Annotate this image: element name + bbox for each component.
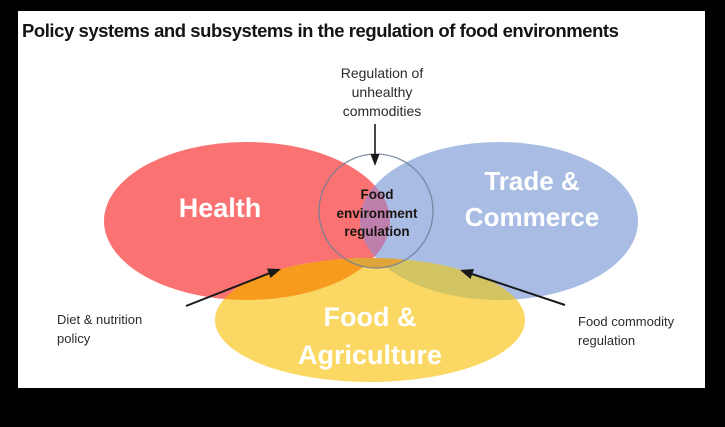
center-circle-fill — [319, 258, 433, 268]
ellipse-health — [104, 142, 390, 300]
overlap-trade-food — [360, 258, 525, 300]
overlap-health-food — [215, 258, 390, 300]
arrow-food-commodity-regulation — [460, 269, 566, 306]
ellipse-trade-commerce — [360, 142, 638, 300]
arrow-diet-nutrition-policy — [185, 268, 281, 307]
arrow-regulation-unhealthy-commodities — [370, 124, 380, 166]
page-title: Policy systems and subsystems in the reg… — [22, 20, 619, 41]
